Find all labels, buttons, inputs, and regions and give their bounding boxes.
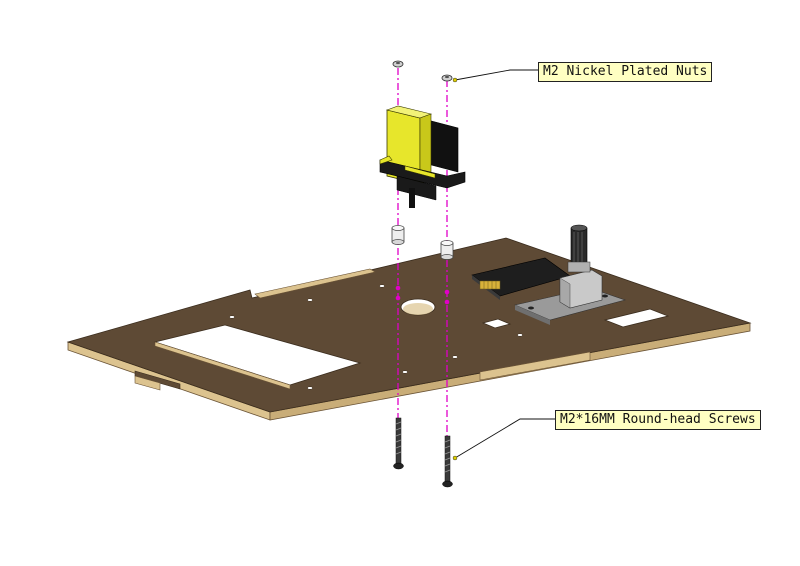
servo-icon <box>379 105 466 208</box>
leader-anchor <box>452 77 458 83</box>
nut-icon <box>392 60 404 68</box>
cutout-right <box>603 308 670 328</box>
cutout-square <box>481 318 512 329</box>
module-icon <box>471 224 627 325</box>
leader-anchor <box>452 455 458 461</box>
leader-lines <box>454 69 555 459</box>
board-tab-left <box>134 370 181 391</box>
callout-nuts-label: M2 Nickel Plated Nuts <box>538 62 713 82</box>
guide-dots <box>395 285 450 305</box>
standoff-icon <box>391 225 405 245</box>
slot-top <box>254 268 376 299</box>
screw-icon <box>393 417 404 470</box>
center-hole-rim <box>403 303 433 315</box>
screw-icon <box>442 435 453 488</box>
board-tab-right <box>479 351 591 381</box>
standoff-icon <box>440 240 454 260</box>
nut-icon <box>441 74 453 82</box>
callout-screws-label: M2*16MM Round-head Screws <box>555 410 761 430</box>
cutout-large <box>153 324 362 390</box>
acrylic-board <box>66 237 752 421</box>
